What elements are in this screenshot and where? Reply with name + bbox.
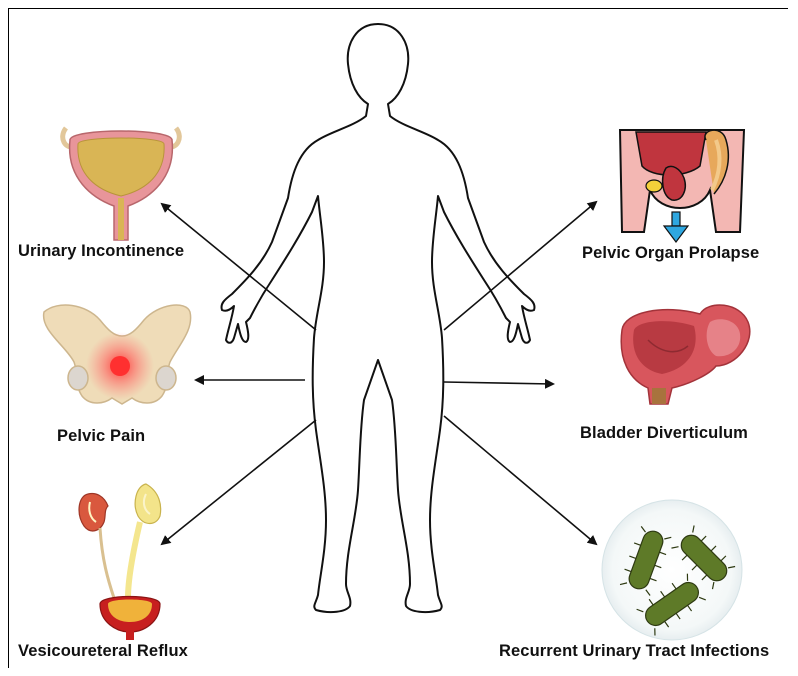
arrow-recurrent-uti: [444, 416, 596, 544]
label-urinary-incontinence: Urinary Incontinence: [18, 242, 184, 261]
human-body-outline-icon: [221, 24, 534, 612]
bladder-diverticulum-icon: [621, 305, 750, 404]
label-pelvic-pain: Pelvic Pain: [57, 427, 145, 446]
arrow-vesicoureteral-reflux: [162, 420, 316, 544]
kidneys-ureters-icon: [79, 484, 161, 640]
label-pelvic-organ-prolapse: Pelvic Organ Prolapse: [582, 244, 759, 263]
bacteria-icon: [602, 500, 742, 640]
arrow-bladder-diverticulum: [444, 382, 553, 384]
pelvis-icon: [44, 305, 191, 404]
bladder-icon: [63, 128, 180, 240]
label-bladder-diverticulum: Bladder Diverticulum: [580, 424, 748, 443]
label-recurrent-uti: Recurrent Urinary Tract Infections: [499, 642, 769, 661]
label-vesicoureteral-reflux: Vesicoureteral Reflux: [18, 642, 188, 661]
pelvic-prolapse-icon: [620, 130, 744, 242]
